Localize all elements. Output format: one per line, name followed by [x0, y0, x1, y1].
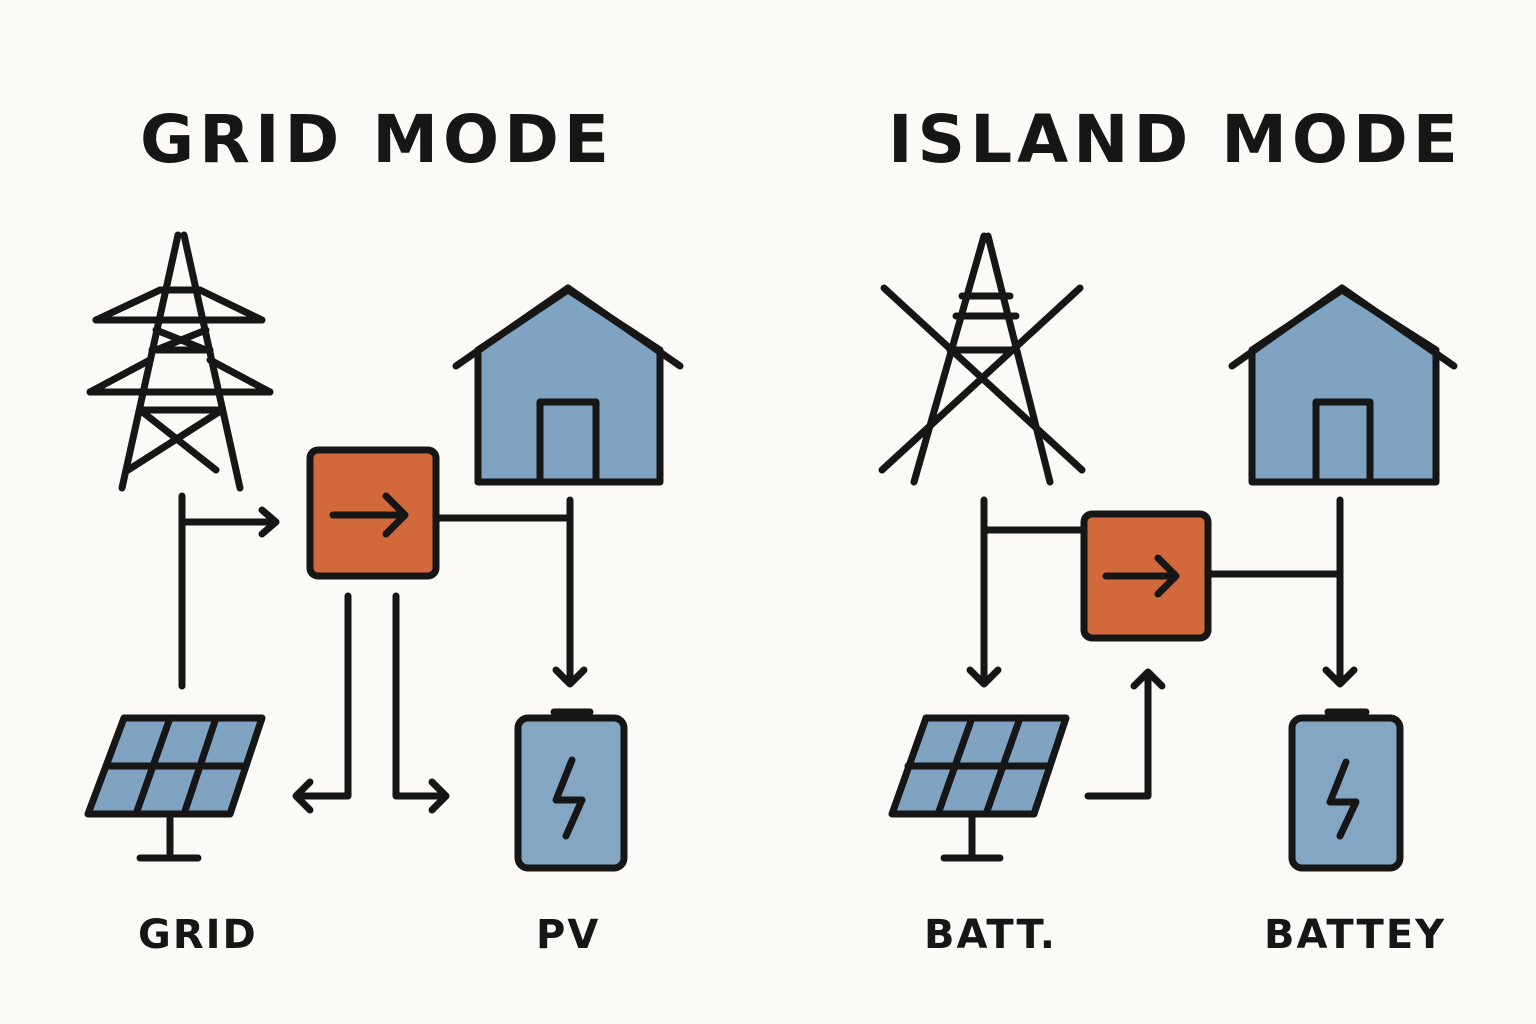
converter-icon: [306, 446, 440, 580]
battery-icon: [1288, 708, 1404, 872]
transmission-tower-crossed-icon: [878, 232, 1086, 486]
grid-mode-connectors: [178, 492, 588, 814]
grid-mode-diagram: [84, 231, 684, 872]
island-mode-left-label: BATT.: [924, 912, 1057, 958]
island-mode-right-label: BATTEY: [1264, 912, 1447, 958]
grid-mode-right-label: PV: [536, 912, 601, 958]
battery-icon: [514, 708, 628, 872]
solar-panel-icon: [84, 714, 266, 862]
solar-panel-icon: [888, 714, 1070, 862]
transmission-tower-icon: [86, 231, 274, 492]
grid-mode-title: GRID MODE: [140, 101, 614, 178]
island-mode-diagram: [878, 232, 1458, 872]
house-icon: [452, 284, 684, 486]
house-icon: [1228, 284, 1458, 486]
island-mode-connectors: [966, 496, 1358, 800]
island-mode-title: ISLAND MODE: [888, 101, 1463, 178]
converter-icon: [1080, 510, 1212, 642]
grid-mode-left-label: GRID: [138, 912, 258, 958]
